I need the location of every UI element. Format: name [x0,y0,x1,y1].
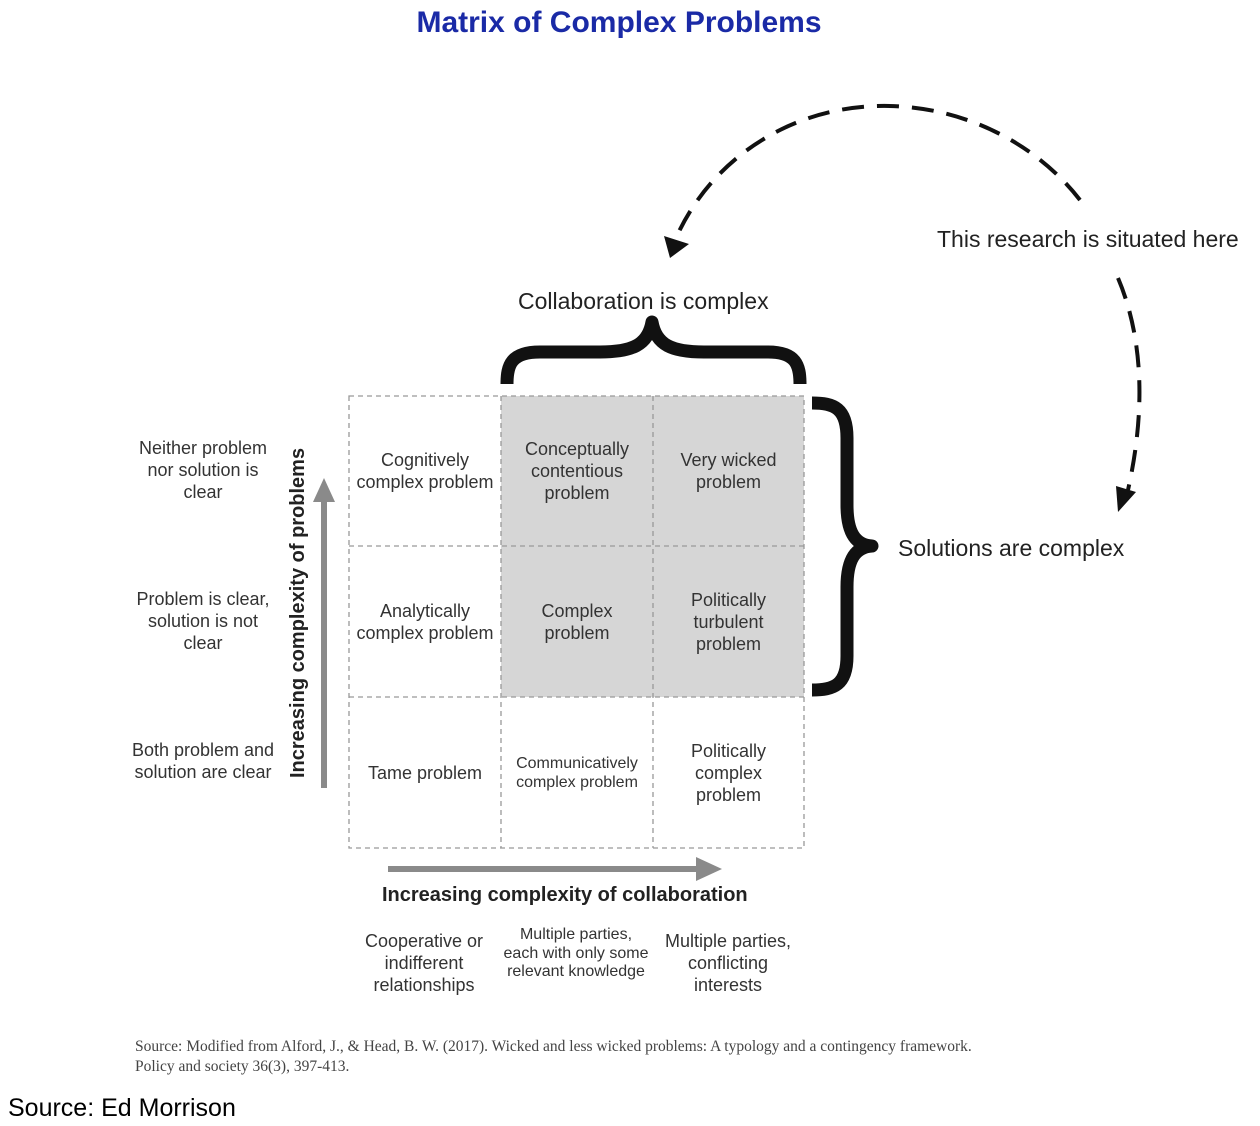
column-label-1: Cooperative or indifferent relationships [364,931,484,995]
top-brace [500,315,807,385]
y-axis-arrowhead [313,478,335,502]
cell-politically-turbulent: Politically turbulent problem [690,589,767,654]
y-axis-label: Increasing complexity of problems [287,447,309,778]
cell-analytically-complex: Analytically complex problem [356,600,494,643]
arrowhead-to-solutions [1116,486,1136,512]
shaded-cell-1 [501,396,653,546]
cell-politically-complex: Politically complex problem [690,740,767,805]
column-label-3: Multiple parties, conflicting interests [664,931,792,995]
x-axis-label: Increasing complexity of collaboration [382,884,748,906]
x-axis-arrowhead [696,857,722,881]
shaded-cell-4 [653,546,804,697]
row-label-bottom: Both problem and solution are clear [131,740,275,782]
cell-tame-problem: Tame problem [367,762,483,783]
row-label-top: Neither problem nor solution is clear [138,438,268,502]
shaded-cell-2 [653,396,804,546]
row-label-middle: Problem is clear, solution is not clear [136,589,270,653]
right-brace [811,396,879,697]
top-brace-label: Collaboration is complex [518,288,769,314]
shaded-cell-3 [501,546,653,697]
dashed-arrow-to-collaboration [674,103,1082,239]
cell-cognitively-complex: Cognitively complex problem [356,450,494,492]
column-label-2: Multiple parties, each with only some re… [503,926,649,980]
callout-label: This research is situated here [937,226,1239,252]
source-citation: Source: Modified from Alford, J., & Head… [135,1038,972,1075]
dashed-arrow-to-solutions [1116,277,1142,491]
matrix-grid [348,395,805,849]
credit-line: Source: Ed Morrison [8,1094,236,1122]
right-brace-label: Solutions are complex [898,535,1125,561]
cell-complex-problem: Complex problem [541,600,613,643]
cell-very-wicked: Very wicked problem [680,450,777,492]
cell-conceptually-contentious: Conceptually contentious problem [524,439,630,503]
page-title: Matrix of Complex Problems [416,6,822,39]
cell-communicatively-complex: Communicatively complex problem [516,754,638,791]
arrowhead-to-collaboration [664,236,689,258]
